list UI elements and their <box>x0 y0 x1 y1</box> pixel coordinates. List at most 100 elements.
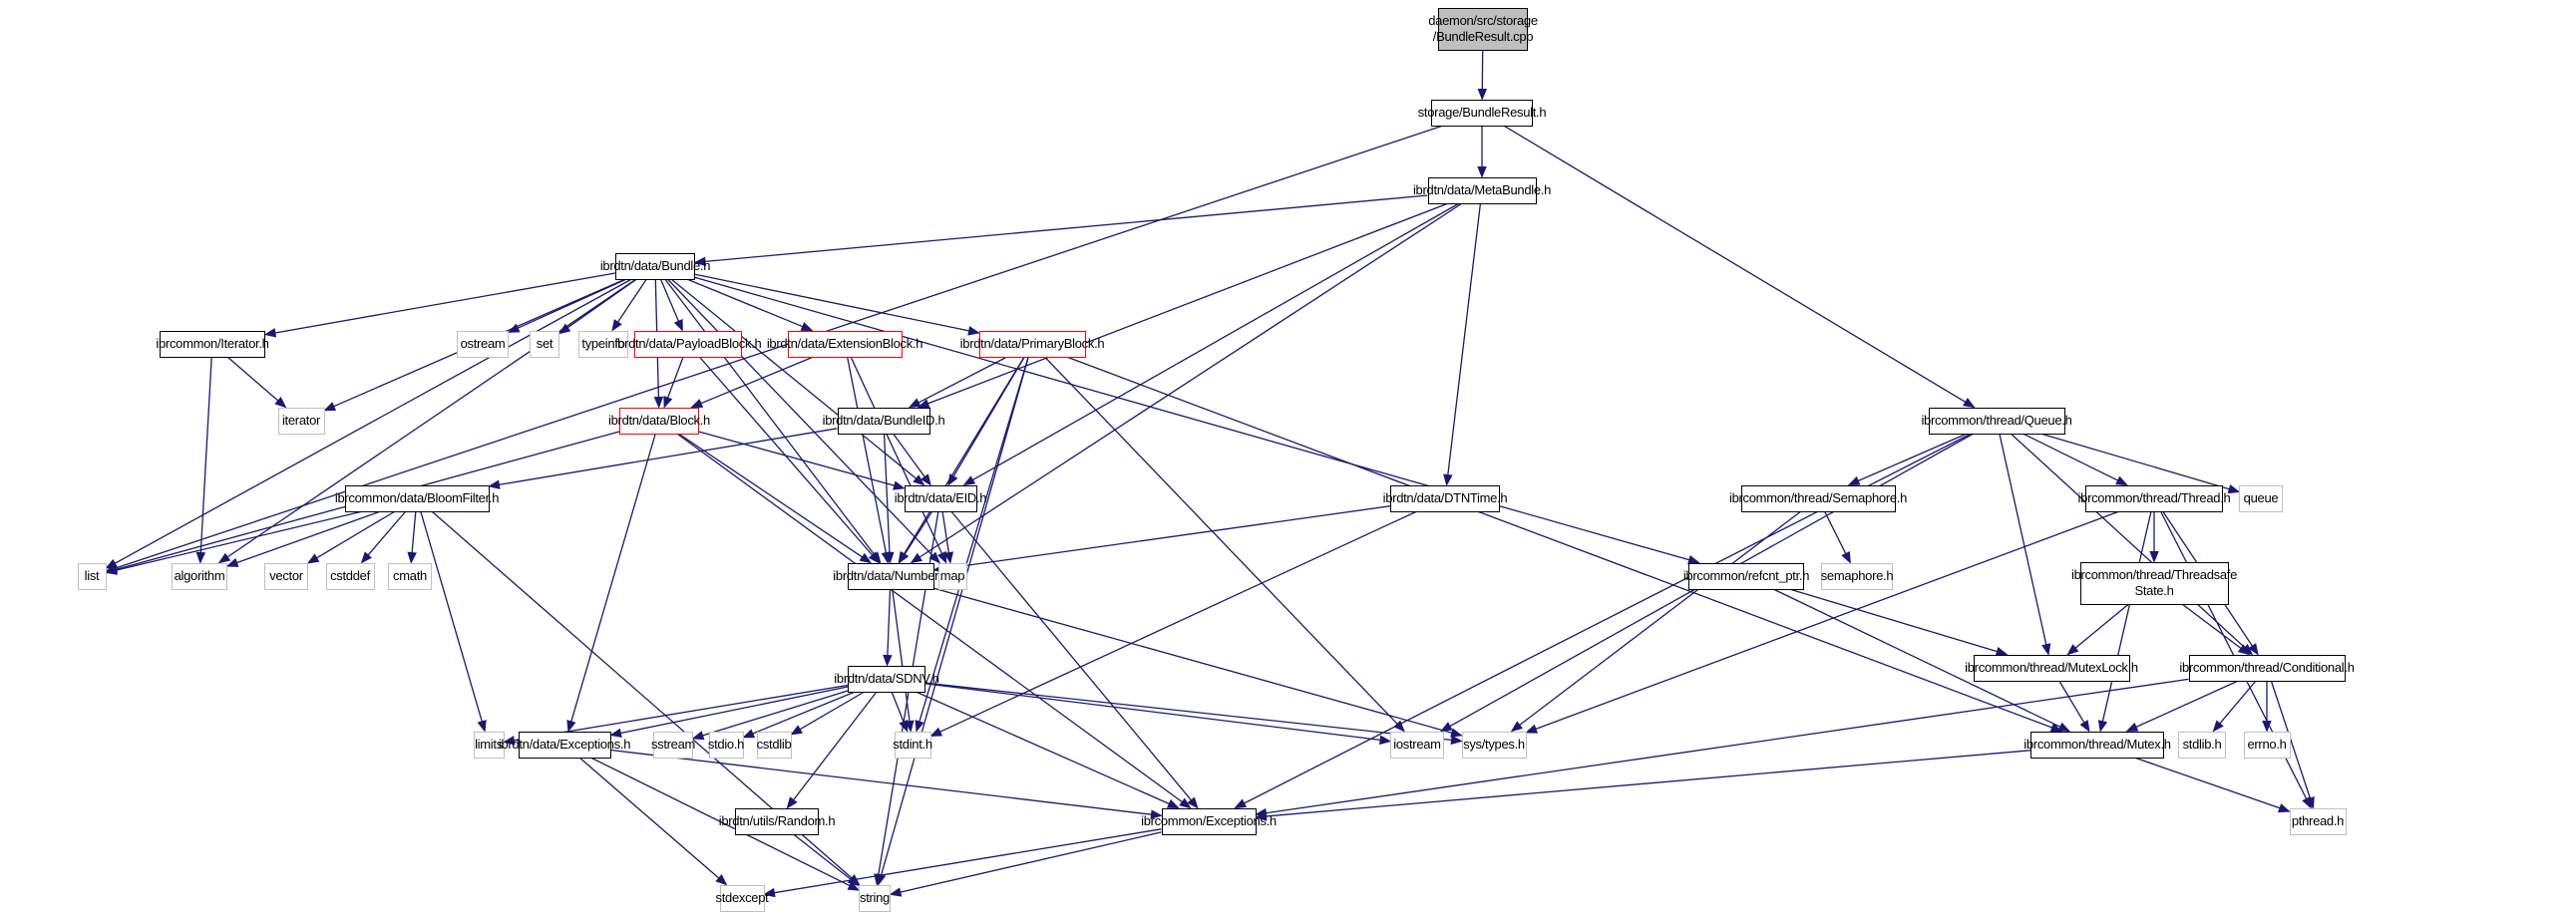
edge-BloomFilter_h-to-cstddef <box>367 511 406 556</box>
edge-Semaphore_h-to-semaphore_h <box>1824 511 1847 554</box>
edge-SDNV_h-to-stdio_h <box>752 691 855 735</box>
graph-node-bundleid-h[interactable]: ibrdtn/data/BundleID.h <box>823 407 945 435</box>
edge-SDNV_h-to-sys_types_h <box>924 682 1452 742</box>
graph-node-label: cmath <box>393 568 427 583</box>
graph-node-refcnt-ptr-h[interactable]: ibrcommon/refcnt_ptr.h <box>1683 562 1809 590</box>
arrowhead-icon <box>800 322 814 332</box>
edge-EID_h-to-map <box>941 511 950 553</box>
arrowhead-icon <box>1477 89 1488 101</box>
edge-Block_h-to-dataExceptions_h <box>570 434 656 723</box>
arrowhead-icon <box>790 725 804 736</box>
graph-node-random-h[interactable]: ibrdtn/utils/Random.h <box>719 807 836 835</box>
arrowhead-icon <box>1962 398 1976 409</box>
edge-SDNV_h-to-stdint_h <box>891 692 905 723</box>
graph-node-iterator: iterator <box>277 407 325 435</box>
graph-node-eid-h[interactable]: ibrdtn/data/EID.h <box>895 484 987 512</box>
edge-MetaBundle_h-to-Number_h <box>919 202 1462 558</box>
graph-node-threadsafestate-h[interactable]: ibrcommon/thread/Threadsafe State.h <box>2071 561 2237 605</box>
edge-ExtensionBlock_h-to-Number_h <box>847 357 888 553</box>
graph-node-sdnv-h[interactable]: ibrdtn/data/SDNV.h <box>834 665 939 693</box>
edge-ThreadsafeState_h-to-Conditional_h <box>2182 603 2242 650</box>
graph-node-pthread-h: pthread.h <box>2289 807 2347 835</box>
edge-ExtensionBlock_h-to-Block_h <box>700 356 813 405</box>
graph-node-bundleresult-h[interactable]: storage/BundleResult.h <box>1418 99 1547 127</box>
arrowhead-icon <box>885 551 895 564</box>
arrowhead-icon <box>868 551 881 564</box>
graph-node-metabundle-h[interactable]: ibrdtn/data/MetaBundle.h <box>1413 176 1551 204</box>
graph-node-label: ibrdtn/data/SDNV.h <box>834 671 939 686</box>
arrowhead-icon <box>763 887 776 898</box>
arrowhead-icon <box>899 719 909 733</box>
edge-Bundle_h-to-algorithm <box>226 278 636 558</box>
graph-node-queue: queue <box>2239 484 2283 512</box>
graph-node-label: daemon/src/storage /BundleResult.cpp <box>1428 13 1538 44</box>
edge-EID_h-to-Number_h <box>904 511 932 555</box>
edge-BundleResult_h-to-Queue_h <box>1504 125 1967 403</box>
edge-commonExceptions_h-to-string <box>900 831 1162 893</box>
graph-node-label: ibrdtn/data/Exceptions.h <box>498 737 631 752</box>
graph-node-label: ostream <box>460 336 506 351</box>
graph-node-bundle-h[interactable]: ibrdtn/data/Bundle.h <box>600 252 710 280</box>
arrowhead-icon <box>1841 551 1851 564</box>
graph-node-semaphore-h[interactable]: ibrcommon/thread/Semaphore.h <box>1729 484 1907 512</box>
graph-node-thread-h[interactable]: ibrcommon/thread/Thread.h <box>2078 484 2231 512</box>
arrowhead-icon <box>2227 484 2241 494</box>
edge-Queue_h-to-MutexLock_h <box>1999 434 2047 645</box>
graph-node-semaphore-h: semaphore.h <box>1821 562 1894 590</box>
graph-node-cstddef: cstddef <box>325 562 375 590</box>
graph-node-label: iostream <box>1393 737 1441 752</box>
graph-node-mutex-h[interactable]: ibrcommon/thread/Mutex.h <box>2024 731 2171 759</box>
arrowhead-icon <box>893 480 906 490</box>
edge-BundleResult_h-to-list <box>115 125 1442 569</box>
arrowhead-icon <box>503 736 516 746</box>
edge-EID_h-to-commonExceptions_h <box>950 511 1192 801</box>
graph-node-label: ibrcommon/thread/Threadsafe State.h <box>2070 567 2238 598</box>
graph-node-dataexceptions-h[interactable]: ibrdtn/data/Exceptions.h <box>499 731 630 759</box>
graph-node-label: list <box>84 568 100 583</box>
edge-Bundle_h-to-typeinfo <box>616 279 647 323</box>
graph-node-limits: limits <box>473 731 505 759</box>
edge-Block_h-to-EID_h <box>698 431 896 486</box>
arrowhead-icon <box>2097 720 2108 733</box>
edge-BundleID_h-to-Number_h <box>883 434 891 553</box>
edge-Number_h-to-SDNV_h <box>887 589 892 656</box>
graph-node-commonexceptions-h[interactable]: ibrcommon/Exceptions.h <box>1141 807 1277 835</box>
graph-node-queue-h[interactable]: ibrcommon/thread/Queue.h <box>1921 407 2072 435</box>
graph-node-map: map <box>937 562 967 590</box>
graph-node-primaryblock-h[interactable]: ibrdtn/data/PrimaryBlock.h <box>960 330 1105 358</box>
arrowhead-icon <box>217 552 231 564</box>
edge-commonExceptions_h-to-stdexcept <box>774 828 1162 894</box>
arrowhead-icon <box>477 720 487 733</box>
arrowhead-icon <box>2237 644 2251 656</box>
edge-Bundle_h-to-Number_h <box>664 279 876 555</box>
arrowhead-icon <box>1166 798 1180 809</box>
edge-BloomFilter_h-to-list <box>116 510 361 571</box>
edge-ThreadsafeState_h-to-MutexLock_h <box>2074 603 2129 649</box>
graph-node-dtntime-h[interactable]: ibrdtn/data/DTNTime.h <box>1383 484 1508 512</box>
arrowhead-icon <box>653 396 664 409</box>
arrowhead-icon <box>1443 473 1453 486</box>
graph-node-bloomfilter-h[interactable]: ibrcommon/data/BloomFilter.h <box>335 484 499 512</box>
graph-node-number-h[interactable]: ibrdtn/data/Number.h <box>833 562 948 590</box>
graph-node-conditional-h[interactable]: ibrcommon/thread/Conditional.h <box>2179 654 2355 682</box>
arrowhead-icon <box>1477 166 1487 178</box>
edge-Conditional_h-to-Mutex_h <box>2135 680 2238 728</box>
edge-Thread_h-to-Mutex_h <box>2101 511 2152 722</box>
arrowhead-icon <box>715 874 728 886</box>
graph-node-stdexcept: stdexcept <box>716 884 769 912</box>
graph-node-payloadblock-h[interactable]: ibrdtn/data/PayloadBlock.h <box>615 330 762 358</box>
arrowhead-icon <box>1439 722 1453 733</box>
graph-node-label: ibrdtn/data/Number.h <box>833 568 948 583</box>
edge-dataExceptions_h-to-commonExceptions_h <box>610 749 1152 815</box>
graph-node-mutexlock-h[interactable]: ibrcommon/thread/MutexLock.h <box>1965 654 2138 682</box>
graph-node-block-h[interactable]: ibrdtn/data/Block.h <box>608 407 710 435</box>
arrowhead-icon <box>2125 722 2139 733</box>
graph-node-label: ibrcommon/thread/Thread.h <box>2077 490 2231 505</box>
arrowhead-icon <box>1150 809 1163 819</box>
edge-MetaBundle_h-to-BundleID_h <box>927 202 1448 405</box>
edge-Queue_h-to-queue <box>2041 433 2230 490</box>
graph-node-label: ibrdtn/data/DTNTime.h <box>1382 490 1508 505</box>
graph-node-iterator-h[interactable]: ibrcommon/Iterator.h <box>156 330 269 358</box>
graph-node-extensionblock-h[interactable]: ibrdtn/data/ExtensionBlock.h <box>767 330 922 358</box>
